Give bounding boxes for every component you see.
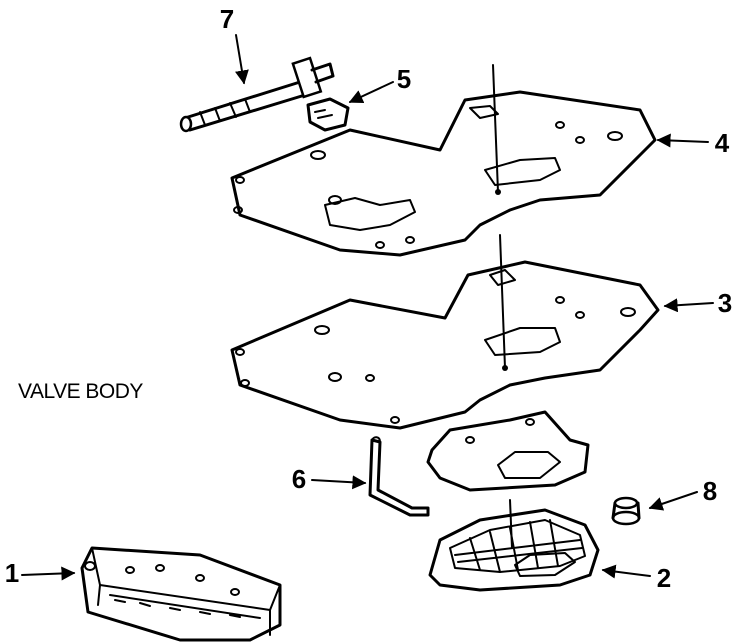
part-8-seal — [611, 496, 641, 526]
part-2-filter — [428, 499, 600, 592]
leader-arrow-7 — [235, 34, 249, 85]
leader-arrow-4 — [656, 133, 709, 148]
part-7-solenoid — [179, 56, 335, 133]
part-6-tube — [368, 436, 430, 517]
callout-1: 1 — [5, 558, 19, 588]
callout-7: 7 — [220, 4, 234, 34]
part-4-separator-gasket — [230, 64, 657, 257]
part-3-separator-plate — [230, 234, 660, 430]
part-1-valve-body — [80, 546, 282, 642]
callout-5: 5 — [397, 64, 411, 94]
callout-4: 4 — [715, 128, 730, 158]
leader-arrow-3 — [663, 298, 714, 313]
leader-arrows — [21, 34, 714, 581]
callout-3: 3 — [718, 288, 732, 318]
part-5-clip — [306, 97, 350, 132]
callout-2: 2 — [657, 563, 671, 593]
leader-arrow-1 — [21, 566, 76, 581]
callout-6: 6 — [292, 464, 306, 494]
leader-arrow-8 — [648, 491, 698, 511]
diagram-caption: VALVE BODY — [18, 380, 143, 403]
leader-arrow-2 — [601, 564, 651, 579]
filter-gasket — [426, 410, 590, 492]
callout-8: 8 — [703, 476, 717, 506]
leader-arrow-5 — [348, 81, 394, 104]
leader-arrow-6 — [311, 475, 367, 490]
